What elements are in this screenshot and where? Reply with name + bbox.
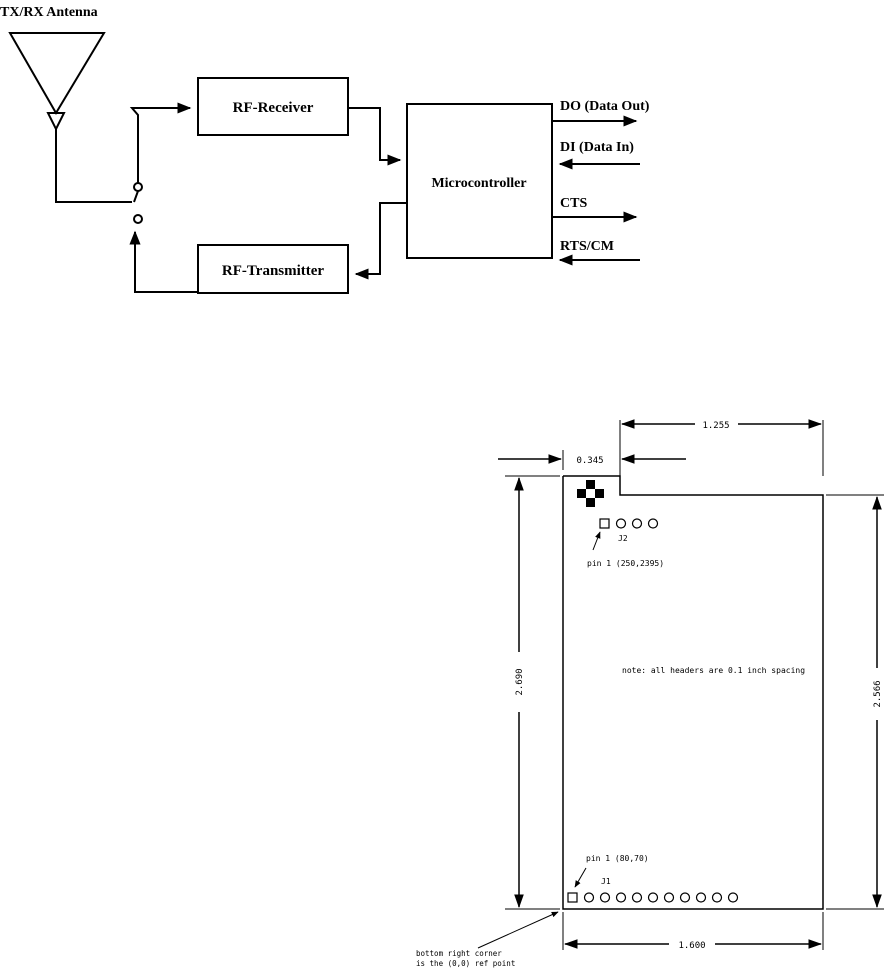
rf-transmitter-label: RF-Transmitter	[222, 263, 325, 279]
rx-path-arrow	[132, 108, 190, 183]
board-outline	[563, 476, 823, 909]
spacing-note: note: all headers are 0.1 inch spacing	[622, 666, 805, 675]
ref-point-pointer	[478, 912, 558, 948]
block-diagram: TX/RX Antenna RF-Receiver Microcontrolle…	[0, 5, 650, 293]
rf-receiver-label: RF-Receiver	[233, 100, 314, 116]
ref-note-line2: is the (0,0) ref point	[416, 959, 515, 968]
tx-path-arrow	[135, 232, 198, 292]
pin1-top-label: pin 1 (250,2395)	[587, 559, 664, 568]
j1-label: J1	[601, 877, 611, 886]
dim-bottom-width: 1.600	[678, 941, 705, 951]
antenna-icon	[10, 33, 132, 202]
rts-signal-label: RTS/CM	[560, 239, 614, 254]
dim-notch: 0.345	[576, 456, 603, 466]
dim-right-height: 2.566	[873, 680, 883, 707]
tx-rx-switch	[134, 183, 142, 223]
pin1-bottom-label: pin 1 (80,70)	[586, 854, 649, 863]
j2-label: J2	[618, 534, 628, 543]
mcu-to-transmitter-arrow	[356, 203, 407, 274]
do-signal-label: DO (Data Out)	[560, 99, 650, 114]
mechanical-drawing: 1.255 0.345 2.690 2.566 1.600	[416, 420, 884, 968]
cts-signal-label: CTS	[560, 196, 587, 211]
dim-left-height: 2.690	[515, 668, 525, 695]
receiver-to-mcu-arrow	[348, 108, 400, 160]
dim-top-width: 1.255	[702, 421, 729, 431]
antenna-label: TX/RX Antenna	[0, 5, 98, 20]
di-signal-label: DI (Data In)	[560, 140, 634, 155]
microcontroller-label: Microcontroller	[431, 176, 526, 191]
ref-note-line1: bottom right corner	[416, 949, 502, 958]
